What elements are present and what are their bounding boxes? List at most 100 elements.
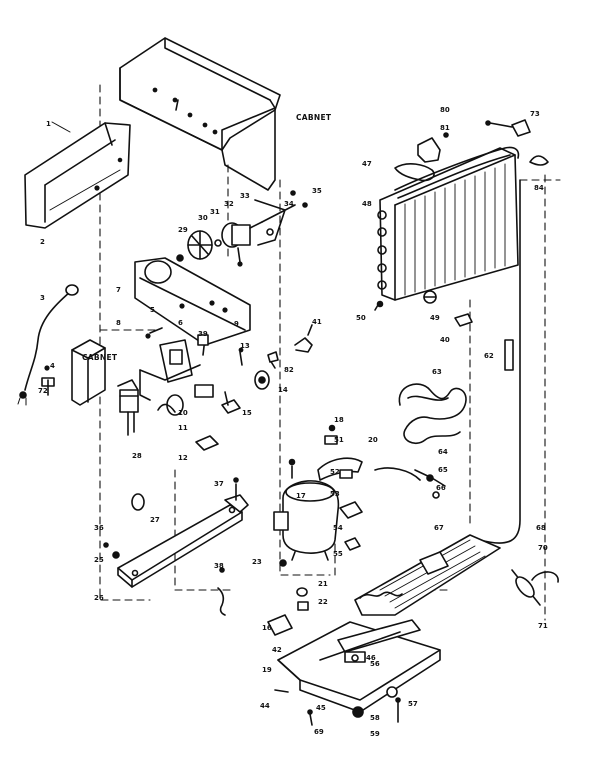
callout: 6 [178,319,183,327]
callout: 27 [150,516,160,524]
fan-shroud-panel [134,257,251,356]
callout: 21 [318,580,328,588]
callout: 69 [314,728,324,736]
callout-numbers: 1 2 3 4 5 6 7 8 9 10 11 12 13 14 15 16 1… [38,106,548,738]
callout: 28 [132,452,142,460]
callout: 52 [330,468,340,476]
callout: 2 [40,238,45,246]
cover-panel [24,121,131,229]
callout: 63 [432,368,442,376]
refrigerant-line [479,179,521,544]
cabinet-top-box [119,37,281,191]
callout: 16 [262,624,272,632]
callout: 50 [356,314,366,322]
power-cord [17,284,79,406]
callout: 3 [40,294,45,302]
callout: 71 [538,622,548,630]
base-rail [117,477,249,588]
callout: 73 [530,110,540,118]
callout: 42 [272,646,282,654]
callout: 19 [262,666,272,674]
callout: 17 [296,492,306,500]
callout: 11 [178,424,188,432]
callout: 65 [438,466,448,474]
callout: 13 [240,342,250,350]
callout: 70 [538,544,548,552]
drain-heater-coil [398,383,467,445]
mounting-hardware-left [103,493,145,559]
callout: 38 [214,562,224,570]
callout: 36 [94,524,104,532]
callout: 66 [436,484,446,492]
callout: 37 [214,480,224,488]
callout: 8 [116,319,121,327]
relay-connector [117,379,139,436]
callout: 41 [312,318,322,326]
callout: 4 [50,362,55,370]
condenser-fittings [394,119,549,182]
callout: 55 [333,550,343,558]
callout: 59 [370,730,380,738]
cord-clip [41,365,55,396]
callout: 25 [94,556,104,564]
callout: 9 [234,320,239,328]
cabinet-label-top: CABNET [296,113,332,122]
drain-pan [354,534,501,616]
callout: 35 [312,187,322,195]
mounting-hardware-center [217,567,309,616]
callout: 30 [198,214,208,222]
callout: 14 [278,386,288,394]
callout: 47 [362,160,372,168]
condenser-mounts [374,290,473,327]
callout: 49 [430,314,440,322]
callout: 23 [252,558,262,566]
callout: 72 [38,387,48,395]
dryer-fittings [374,467,446,499]
base-hardware [307,686,401,726]
callout: 1 [46,120,51,128]
compressor [273,480,340,561]
callout: 15 [242,409,252,417]
fan-motor-assembly [176,221,263,267]
callout: 7 [116,286,121,294]
callout: 12 [178,454,188,462]
callout: 67 [434,524,444,532]
callout: 40 [440,336,450,344]
callout: 68 [536,524,546,532]
callout: 31 [210,208,220,216]
callout: 34 [284,200,294,208]
fan-bracket [254,190,308,246]
callout: 26 [94,594,104,602]
callout: 82 [284,366,294,374]
filter-drier [511,569,559,606]
callout: 80 [440,106,450,114]
callout: 39 [198,330,208,338]
cabinet-duct [71,339,106,406]
callout: 46 [366,654,376,662]
callout: 84 [534,184,544,192]
callout: 10 [178,409,188,417]
callout: 22 [318,598,328,606]
callout: 18 [334,416,344,424]
callout: 51 [334,436,344,444]
callout: 33 [240,192,250,200]
callout: 54 [333,524,343,532]
overload-protector [238,347,279,390]
callout: 81 [440,124,450,132]
callout: 32 [224,200,234,208]
cabinet-label-left: CABNET [82,353,118,362]
small-plates [195,391,241,451]
callout: 5 [150,306,155,314]
callout: 53 [330,490,340,498]
cabinet-labels: CABNET CABNET [82,113,332,362]
callout: 56 [370,660,380,668]
base-frame [267,614,441,713]
callout: 58 [370,714,380,722]
callout: 44 [260,702,270,710]
callout: 45 [316,704,326,712]
bracket-41 [294,324,313,353]
callout: 62 [484,352,494,360]
callout: 57 [408,700,418,708]
callout: 29 [178,226,188,234]
